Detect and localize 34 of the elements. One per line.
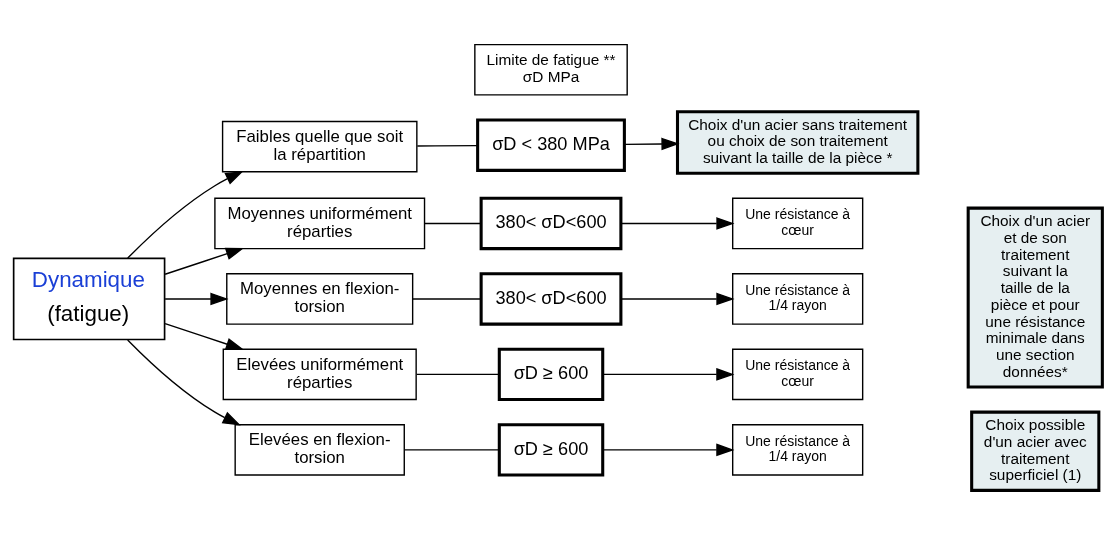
arrow (620, 216, 735, 230)
node-box: Choix d'un acier et de son traitement suivant la taille de la pièce et pour une résistance minimale dans une section données* (966, 206, 1104, 389)
connector (416, 373, 500, 375)
arrow (624, 137, 680, 150)
node-box: Faibles quelle que soit la répartition (221, 120, 418, 172)
arrow (602, 443, 735, 456)
arrow (126, 338, 241, 425)
connector (412, 297, 482, 300)
node-box: Dynamique (fatigue) (12, 257, 166, 340)
connector (416, 144, 478, 147)
node-box: Moyennes uniformément réparties (214, 197, 426, 249)
arrow (602, 367, 735, 381)
arrow (620, 292, 735, 305)
node-box: Une résistance à cœur (732, 197, 864, 249)
connector (404, 448, 500, 451)
arrow (164, 322, 244, 350)
node-box: Elevées en flexion-torsion (234, 423, 405, 476)
node-box: σD ≥ 600 (497, 347, 605, 401)
node-box: 380< σD<600 (479, 196, 623, 250)
node-box: Une résistance à 1/4 rayon (732, 423, 864, 476)
node-box: Une résistance à 1/4 rayon (732, 272, 864, 325)
connector (423, 222, 482, 224)
node-box: 380< σD<600 (479, 271, 623, 326)
arrow (164, 292, 229, 305)
arrow (127, 170, 244, 259)
arrow (164, 247, 244, 275)
node-box: σD ≥ 600 (497, 422, 605, 477)
node-box: Choix possible d'un acier avec traitement superficiel (1) (970, 410, 1101, 492)
node-box: Moyennes en flexion-torsion (226, 272, 414, 325)
node-box: Choix d'un acier sans traitement ou choix de son traitement suivant la taille de la pièce * (675, 109, 920, 175)
node-box: Limite de fatigue ** σD MPa (474, 43, 628, 96)
node-box: Elevées uniformément réparties (222, 348, 417, 400)
node-box: Une résistance à cœur (732, 348, 864, 400)
node-box: σD < 380 MPa (476, 118, 626, 172)
